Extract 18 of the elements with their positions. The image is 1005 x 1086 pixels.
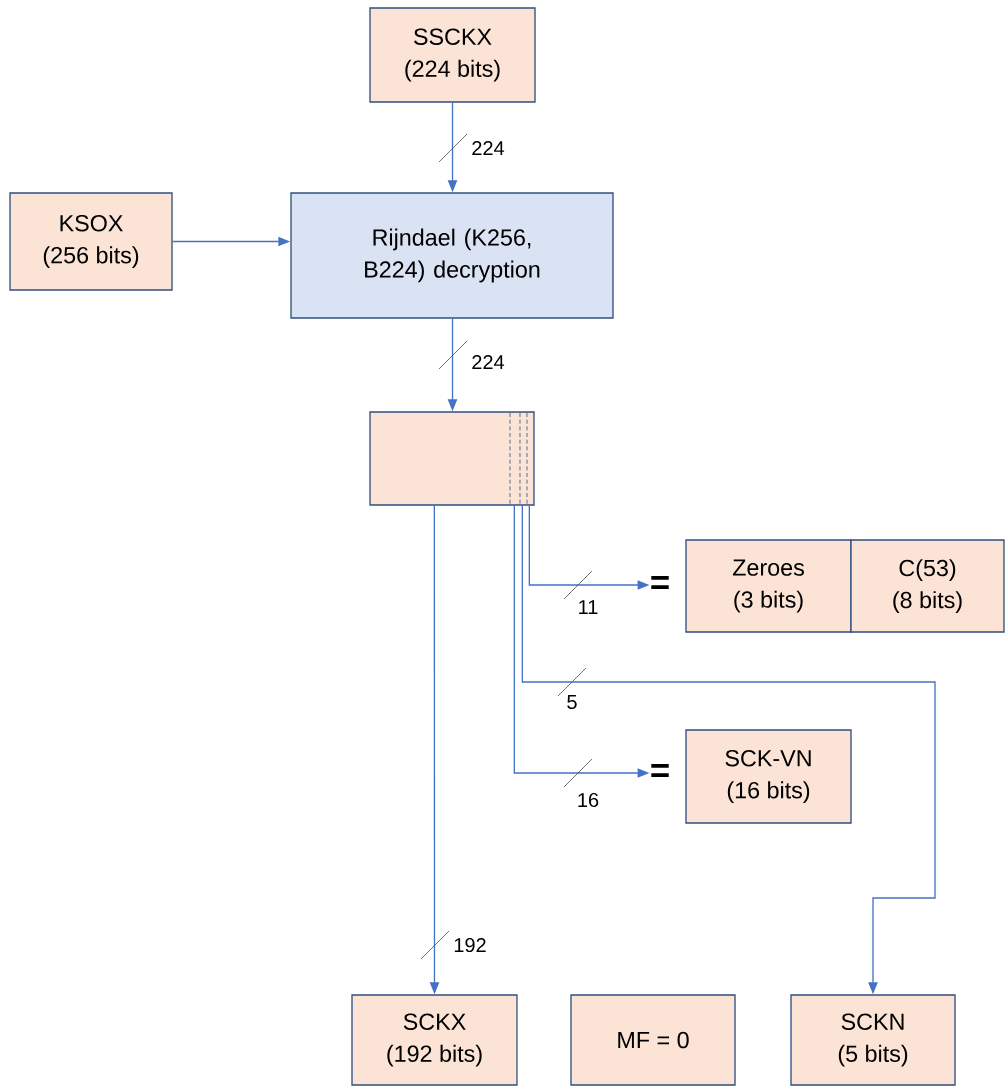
process-box: Rijndael (K256, B224) decryption (290, 192, 614, 319)
process-box: SSCKX (224 bits) (369, 7, 536, 103)
edge-label: 224 (472, 355, 505, 369)
register-box (369, 411, 535, 506)
process-box: SCK-VN (16 bits) (685, 729, 852, 824)
process-box: C(53) (8 bits) (850, 539, 1005, 633)
process-box: KSOX (256 bits) (9, 192, 173, 291)
edge-label: 192 (454, 937, 486, 953)
process-box: SCKN (5 bits) (790, 994, 956, 1086)
process-box: Zeroes (3 bits) (685, 539, 852, 633)
process-box: MF = 0 (570, 994, 736, 1086)
edge-label: 5 (567, 695, 577, 709)
edge-label: 224 (472, 141, 505, 155)
process-box: SCKX (192 bits) (351, 994, 518, 1086)
edge-label: 16 (578, 792, 599, 808)
equals-sign: = (651, 576, 669, 590)
equals-sign: = (651, 764, 669, 778)
edge-label: 11 (579, 600, 598, 614)
